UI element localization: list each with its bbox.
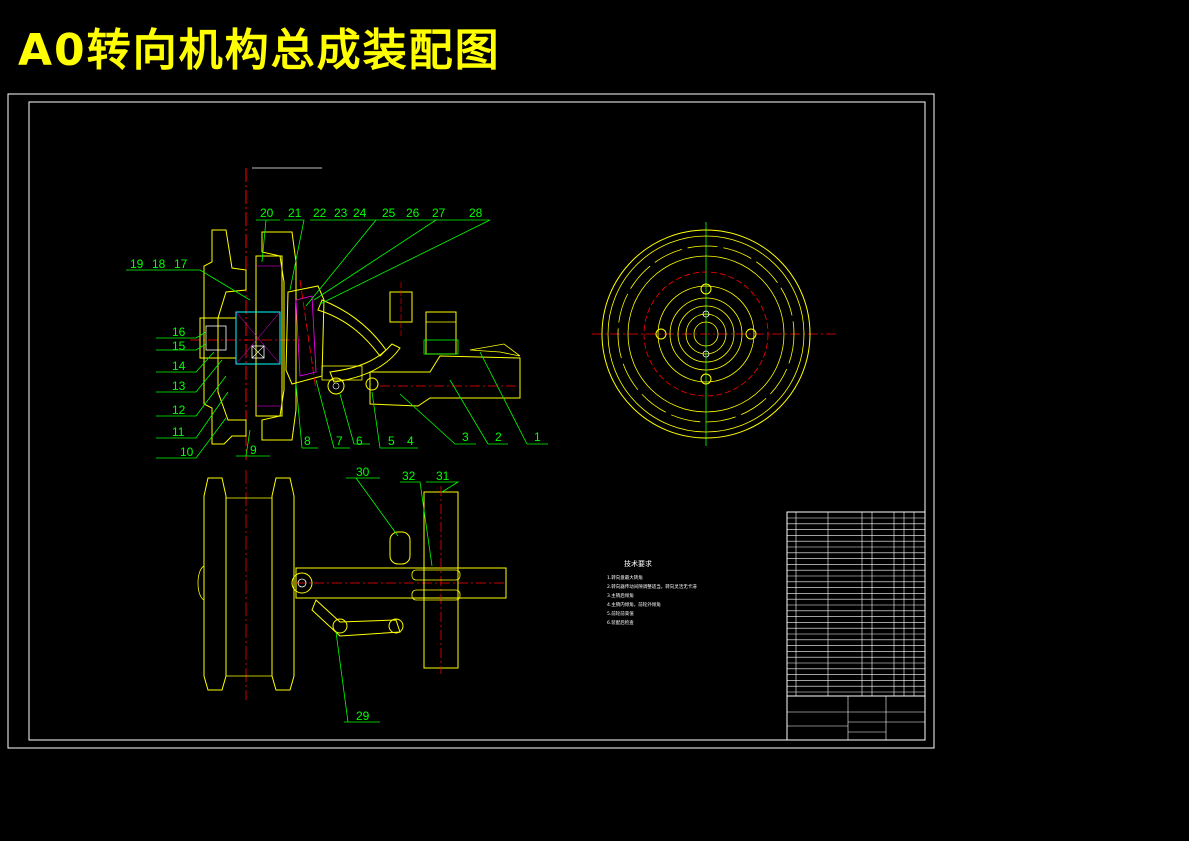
part-label-1: 1	[534, 430, 541, 444]
tech-req-line-3: 3.主销后倾角	[607, 592, 634, 599]
part-label-31: 31	[436, 469, 450, 483]
sheet-outer-border	[7, 93, 935, 749]
sheet-inner-border	[28, 101, 926, 741]
part-label-13: 13	[172, 379, 186, 393]
part-label-14: 14	[172, 359, 186, 373]
tech-req-line-6: 6.装配后检查	[607, 619, 634, 626]
part-label-9: 9	[250, 443, 257, 457]
parts-list-table	[786, 511, 926, 741]
drawing-title: A0转向机构总成装配图	[18, 25, 501, 76]
part-label-21: 21	[288, 206, 302, 220]
part-label-5: 5	[388, 434, 395, 448]
top-view: 30 32 31 29	[197, 465, 507, 723]
part-label-32: 32	[402, 469, 416, 483]
part-label-6: 6	[356, 434, 363, 448]
part-label-10: 10	[180, 445, 194, 459]
part-label-2: 2	[495, 430, 502, 444]
part-label-17: 17	[174, 257, 188, 271]
tech-req-line-1: 1.转向盘最大转角	[607, 574, 643, 581]
part-label-18: 18	[152, 257, 166, 271]
part-label-16: 16	[172, 325, 186, 339]
part-label-8: 8	[304, 434, 311, 448]
part-label-12: 12	[172, 403, 186, 417]
part-label-28: 28	[469, 206, 483, 220]
part-label-25: 25	[382, 206, 396, 220]
part-label-27: 27	[432, 206, 446, 220]
technical-requirements: 技术要求 1.转向盘最大转角 2.转向器传动间隙调整适当，转向灵活无卡滞 3.主…	[607, 559, 697, 626]
part-label-11: 11	[172, 425, 185, 439]
part-label-26: 26	[406, 206, 420, 220]
part-label-23: 23	[334, 206, 348, 220]
part-label-3: 3	[462, 430, 469, 444]
part-label-20: 20	[260, 206, 274, 220]
tech-req-line-5: 5.前轮前束值	[607, 610, 634, 617]
wheel-side-view	[592, 222, 838, 446]
part-label-29: 29	[356, 709, 370, 723]
part-label-30: 30	[356, 465, 370, 479]
part-label-19: 19	[130, 257, 144, 271]
tech-req-line-2: 2.转向器传动间隙调整适当，转向灵活无卡滞	[607, 583, 697, 590]
tech-req-line-4: 4.主销内倾角，前轮外倾角	[607, 601, 661, 608]
part-label-4: 4	[407, 434, 414, 448]
part-label-7: 7	[336, 434, 343, 448]
tech-req-heading: 技术要求	[624, 559, 652, 568]
part-label-15: 15	[172, 339, 186, 353]
section-view: 1 2 3 4 5 6 7 8 9 10 11 12 13 14 15 16 1…	[126, 167, 548, 460]
part-label-22: 22	[313, 206, 327, 220]
part-label-24: 24	[353, 206, 367, 220]
